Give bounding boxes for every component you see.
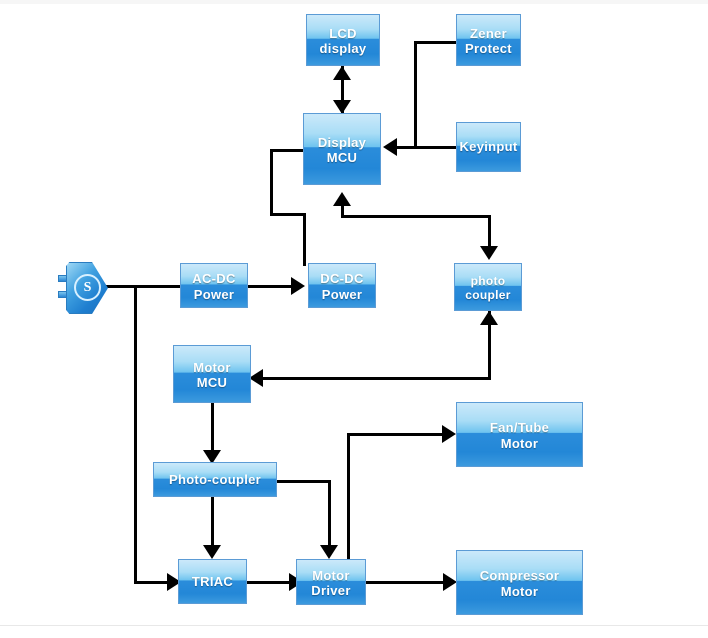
wire-keyinput-to-display-mcu xyxy=(397,146,457,149)
wire-zener-horizontal xyxy=(414,41,457,44)
block-motor-mcu[interactable]: Motor MCU xyxy=(173,345,251,403)
block-motor-driver[interactable]: Motor Driver xyxy=(296,559,366,605)
block-fan-tube-motor[interactable]: Fan/Tube Motor xyxy=(456,402,583,467)
block-dc-dc-power-line2: Power xyxy=(321,286,363,302)
block-compressor-motor-line2: Motor xyxy=(500,583,539,599)
arrowhead-to-motor-driver-top xyxy=(320,545,338,559)
wire-acdc-to-dcdc xyxy=(248,285,294,288)
block-fan-tube-motor-line2: Motor xyxy=(500,435,539,451)
block-dc-dc-power-line1: DC-DC xyxy=(320,271,364,287)
block-ac-dc-power-line1: AC-DC xyxy=(192,271,236,287)
block-fan-tube-motor-line1: Fan/Tube xyxy=(489,420,550,436)
wire-plug-to-acdc xyxy=(106,285,181,288)
arrowhead-to-triac-top xyxy=(203,545,221,559)
block-photo-coupler-line1: photo xyxy=(470,273,506,288)
block-zener-protect[interactable]: Zener Protect xyxy=(456,14,521,66)
block-motor-mcu-line1: Motor xyxy=(193,359,231,375)
block-keyinput-label: Keyinput xyxy=(459,139,518,155)
power-plug-icon: S xyxy=(58,262,108,314)
wire-bus-to-display-mcu-bottom xyxy=(341,206,344,218)
bottom-edge-rule xyxy=(0,625,708,626)
wire-photocoupler-to-triac xyxy=(211,496,214,546)
block-photo-coupler-line2: coupler xyxy=(465,288,511,302)
wire-triac-to-motordriver xyxy=(247,581,292,584)
wire-photocoupler-right xyxy=(277,480,331,483)
block-motor-mcu-line2: MCU xyxy=(196,375,228,390)
arrowhead-to-triac-left xyxy=(167,573,181,591)
block-zener-protect-line1: Zener xyxy=(470,25,507,41)
block-dc-dc-power[interactable]: DC-DC Power xyxy=(308,263,376,308)
wire-photocoupler-down xyxy=(488,311,491,379)
block-triac[interactable]: TRIAC xyxy=(178,559,247,604)
arrowhead-to-display-mcu-bottom xyxy=(333,192,351,206)
arrowhead-to-photocoupler-bottom xyxy=(480,311,498,325)
block-display-mcu-line2: MCU xyxy=(326,150,358,165)
plug-symbol: S xyxy=(74,274,101,301)
wire-motordriver-up-to-fan xyxy=(347,433,350,561)
block-photo-coupler[interactable]: photo coupler xyxy=(454,263,522,311)
block-display-mcu-line1: Display xyxy=(317,134,367,150)
wire-ac-branch-down xyxy=(134,285,137,583)
block-compressor-motor[interactable]: Compressor Motor xyxy=(456,550,583,615)
block-lcd-display-line2: display xyxy=(319,41,367,56)
top-edge-strip xyxy=(0,0,708,4)
block-lcd-display-line1: LCD xyxy=(329,25,357,41)
arrowhead-to-lcd-display xyxy=(333,66,351,80)
wire-motordriver-to-compressor xyxy=(366,581,446,584)
block-triac-label: TRIAC xyxy=(191,573,234,589)
arrowhead-to-dcdc-left xyxy=(291,277,305,295)
wire-down-to-photocoupler xyxy=(488,215,491,247)
wire-to-fan-tube-motor xyxy=(347,433,445,436)
wire-ac-branch-to-triac xyxy=(134,581,174,584)
block-ac-dc-power[interactable]: AC-DC Power xyxy=(180,263,248,308)
block-keyinput[interactable]: Keyinput xyxy=(456,122,521,172)
wire-bus-to-photocoupler xyxy=(341,215,491,218)
block-ac-dc-power-line2: Power xyxy=(193,286,235,302)
arrowhead-to-display-mcu-top xyxy=(333,100,351,114)
wire-motormcu-to-photocoupler xyxy=(211,403,214,451)
block-motor-driver-line2: Driver xyxy=(311,583,351,598)
wire-photocoupler-down-to-motordriver xyxy=(328,480,331,546)
block-motor-driver-line1: Motor xyxy=(312,567,350,583)
block-lcd-display[interactable]: LCD display xyxy=(306,14,380,66)
wire-dcdc-into-mcu xyxy=(270,149,306,152)
arrowhead-to-display-mcu-right xyxy=(383,138,397,156)
wire-photocoupler-to-motormcu xyxy=(262,377,491,380)
arrowhead-to-motor-mcu-right xyxy=(249,369,263,387)
wire-zener-vertical xyxy=(414,41,417,148)
block-zener-protect-line2: Protect xyxy=(465,41,512,56)
arrowhead-to-fan-tube-motor xyxy=(442,425,456,443)
wire-dcdc-left xyxy=(270,213,306,216)
block-photo-coupler-motor-label: Photo-coupler xyxy=(168,471,261,487)
block-photo-coupler-motor[interactable]: Photo-coupler xyxy=(153,462,277,497)
arrowhead-to-photocoupler-top xyxy=(480,246,498,260)
block-compressor-motor-line1: Compressor xyxy=(479,568,560,584)
arrowhead-to-photocoupler-motor-top xyxy=(203,450,221,464)
block-display-mcu[interactable]: Display MCU xyxy=(303,113,381,185)
wire-dcdc-to-mcu-up xyxy=(270,149,273,216)
wire-dcdc-up xyxy=(303,213,306,266)
wire-lcd-to-display-mcu xyxy=(341,66,344,114)
arrowhead-to-compressor-motor xyxy=(443,573,457,591)
